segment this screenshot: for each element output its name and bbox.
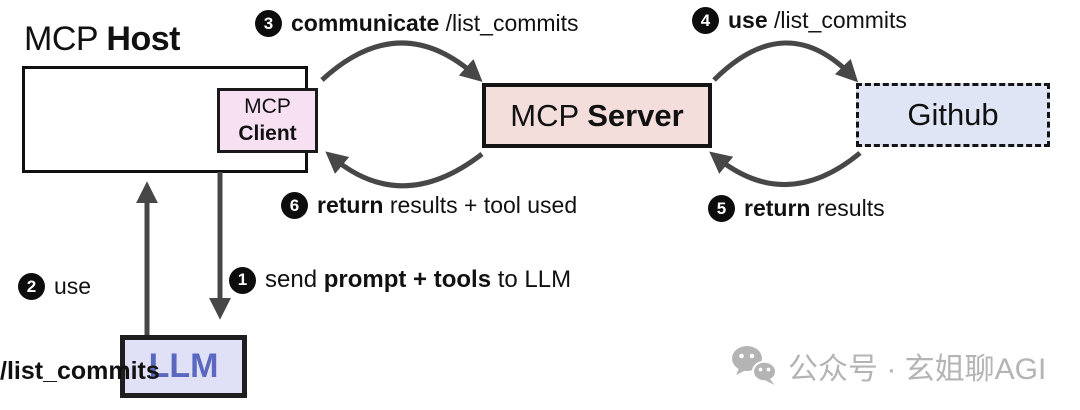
step-1-badge: 1 (229, 266, 256, 294)
step-3-label: 3 communicate /list_commits (255, 10, 579, 37)
llm-box: LLM (120, 335, 247, 398)
step-2-text: use (54, 273, 92, 299)
watermark-text: 公众号 · 玄姐聊AGI (788, 353, 1047, 386)
step-1-text: send prompt + tools to LLM (265, 266, 572, 293)
mcp-server-label-bold: Server (587, 97, 684, 133)
llm-label: LLM (148, 347, 219, 385)
mcp-client-box: MCP Client (217, 88, 318, 153)
step-2-label: 2 use /list_commits (0, 219, 160, 410)
step-4-label: 4 use /list_commits (692, 7, 907, 34)
arrow-server-to-client (325, 151, 484, 189)
wechat-icon (732, 346, 777, 385)
arrow-github-to-server (709, 151, 862, 187)
watermark: 公众号 · 玄姐聊AGI (731, 344, 1046, 388)
step-6-badge: 6 (281, 192, 308, 219)
step-6-text: return results + tool used (317, 192, 578, 218)
step-6-label: 6 return results + tool used (281, 192, 577, 219)
mcp-client-label-line2: Client (238, 121, 297, 145)
step-3-text: communicate /list_commits (291, 10, 579, 36)
mcp-client-label-line1: MCP (244, 95, 291, 119)
mcp-host-title-bold: Host (106, 20, 180, 58)
mcp-server-box: MCP Server (482, 83, 712, 148)
mcp-host-title-regular: MCP (24, 20, 107, 58)
step-1-label: 1 send prompt + tools to LLM (229, 266, 571, 294)
step-2-badge: 2 (18, 273, 45, 300)
step-3-badge: 3 (255, 10, 282, 37)
github-box: Github (856, 83, 1050, 147)
arrow-client-to-server (320, 40, 483, 82)
step-5-text: return results (744, 195, 885, 221)
arrow-server-to-github (712, 40, 859, 83)
mcp-host-title: MCP Host (24, 20, 180, 59)
step-2-command: /list_commits (0, 357, 160, 385)
step-5-badge: 5 (708, 195, 735, 222)
step-4-text: use /list_commits (728, 7, 907, 33)
mcp-server-label-regular: MCP (510, 97, 588, 133)
step-5-label: 5 return results (708, 195, 885, 222)
github-label: Github (907, 97, 999, 132)
step-4-badge: 4 (692, 7, 719, 34)
